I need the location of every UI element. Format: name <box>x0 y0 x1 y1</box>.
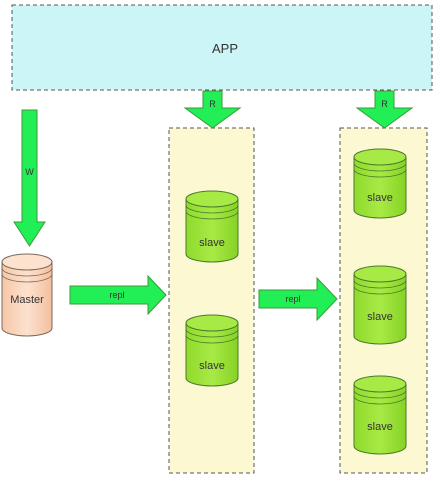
write-arrow-label: W <box>25 167 34 177</box>
master-label: Master <box>10 294 44 306</box>
read-arrow-left-label: R <box>209 99 216 109</box>
slave-database-icon: slave <box>185 190 239 263</box>
slave-label: slave <box>199 237 225 249</box>
repl-arrow-left: repl <box>69 274 167 316</box>
slave-database-icon: slave <box>353 265 407 345</box>
slave-group-left <box>168 127 255 474</box>
repl-arrow-right-label: repl <box>285 294 300 304</box>
read-arrow-left: R <box>183 90 242 129</box>
read-arrow-right: R <box>355 90 414 129</box>
slave-database-icon: slave <box>185 314 239 387</box>
slave-label: slave <box>367 421 393 433</box>
app-box: APP <box>11 4 433 91</box>
slave-database-icon: slave <box>353 148 407 219</box>
slave-database-icon: slave <box>353 375 407 455</box>
master-database-icon: Master <box>1 253 53 337</box>
read-arrow-right-label: R <box>381 99 388 109</box>
write-arrow: W <box>13 109 46 247</box>
slave-label: slave <box>367 311 393 323</box>
repl-arrow-left-label: repl <box>109 290 124 300</box>
repl-arrow-right: repl <box>258 276 338 322</box>
app-label: APP <box>212 41 238 56</box>
slave-label: slave <box>199 360 225 372</box>
slave-label: slave <box>367 192 393 204</box>
